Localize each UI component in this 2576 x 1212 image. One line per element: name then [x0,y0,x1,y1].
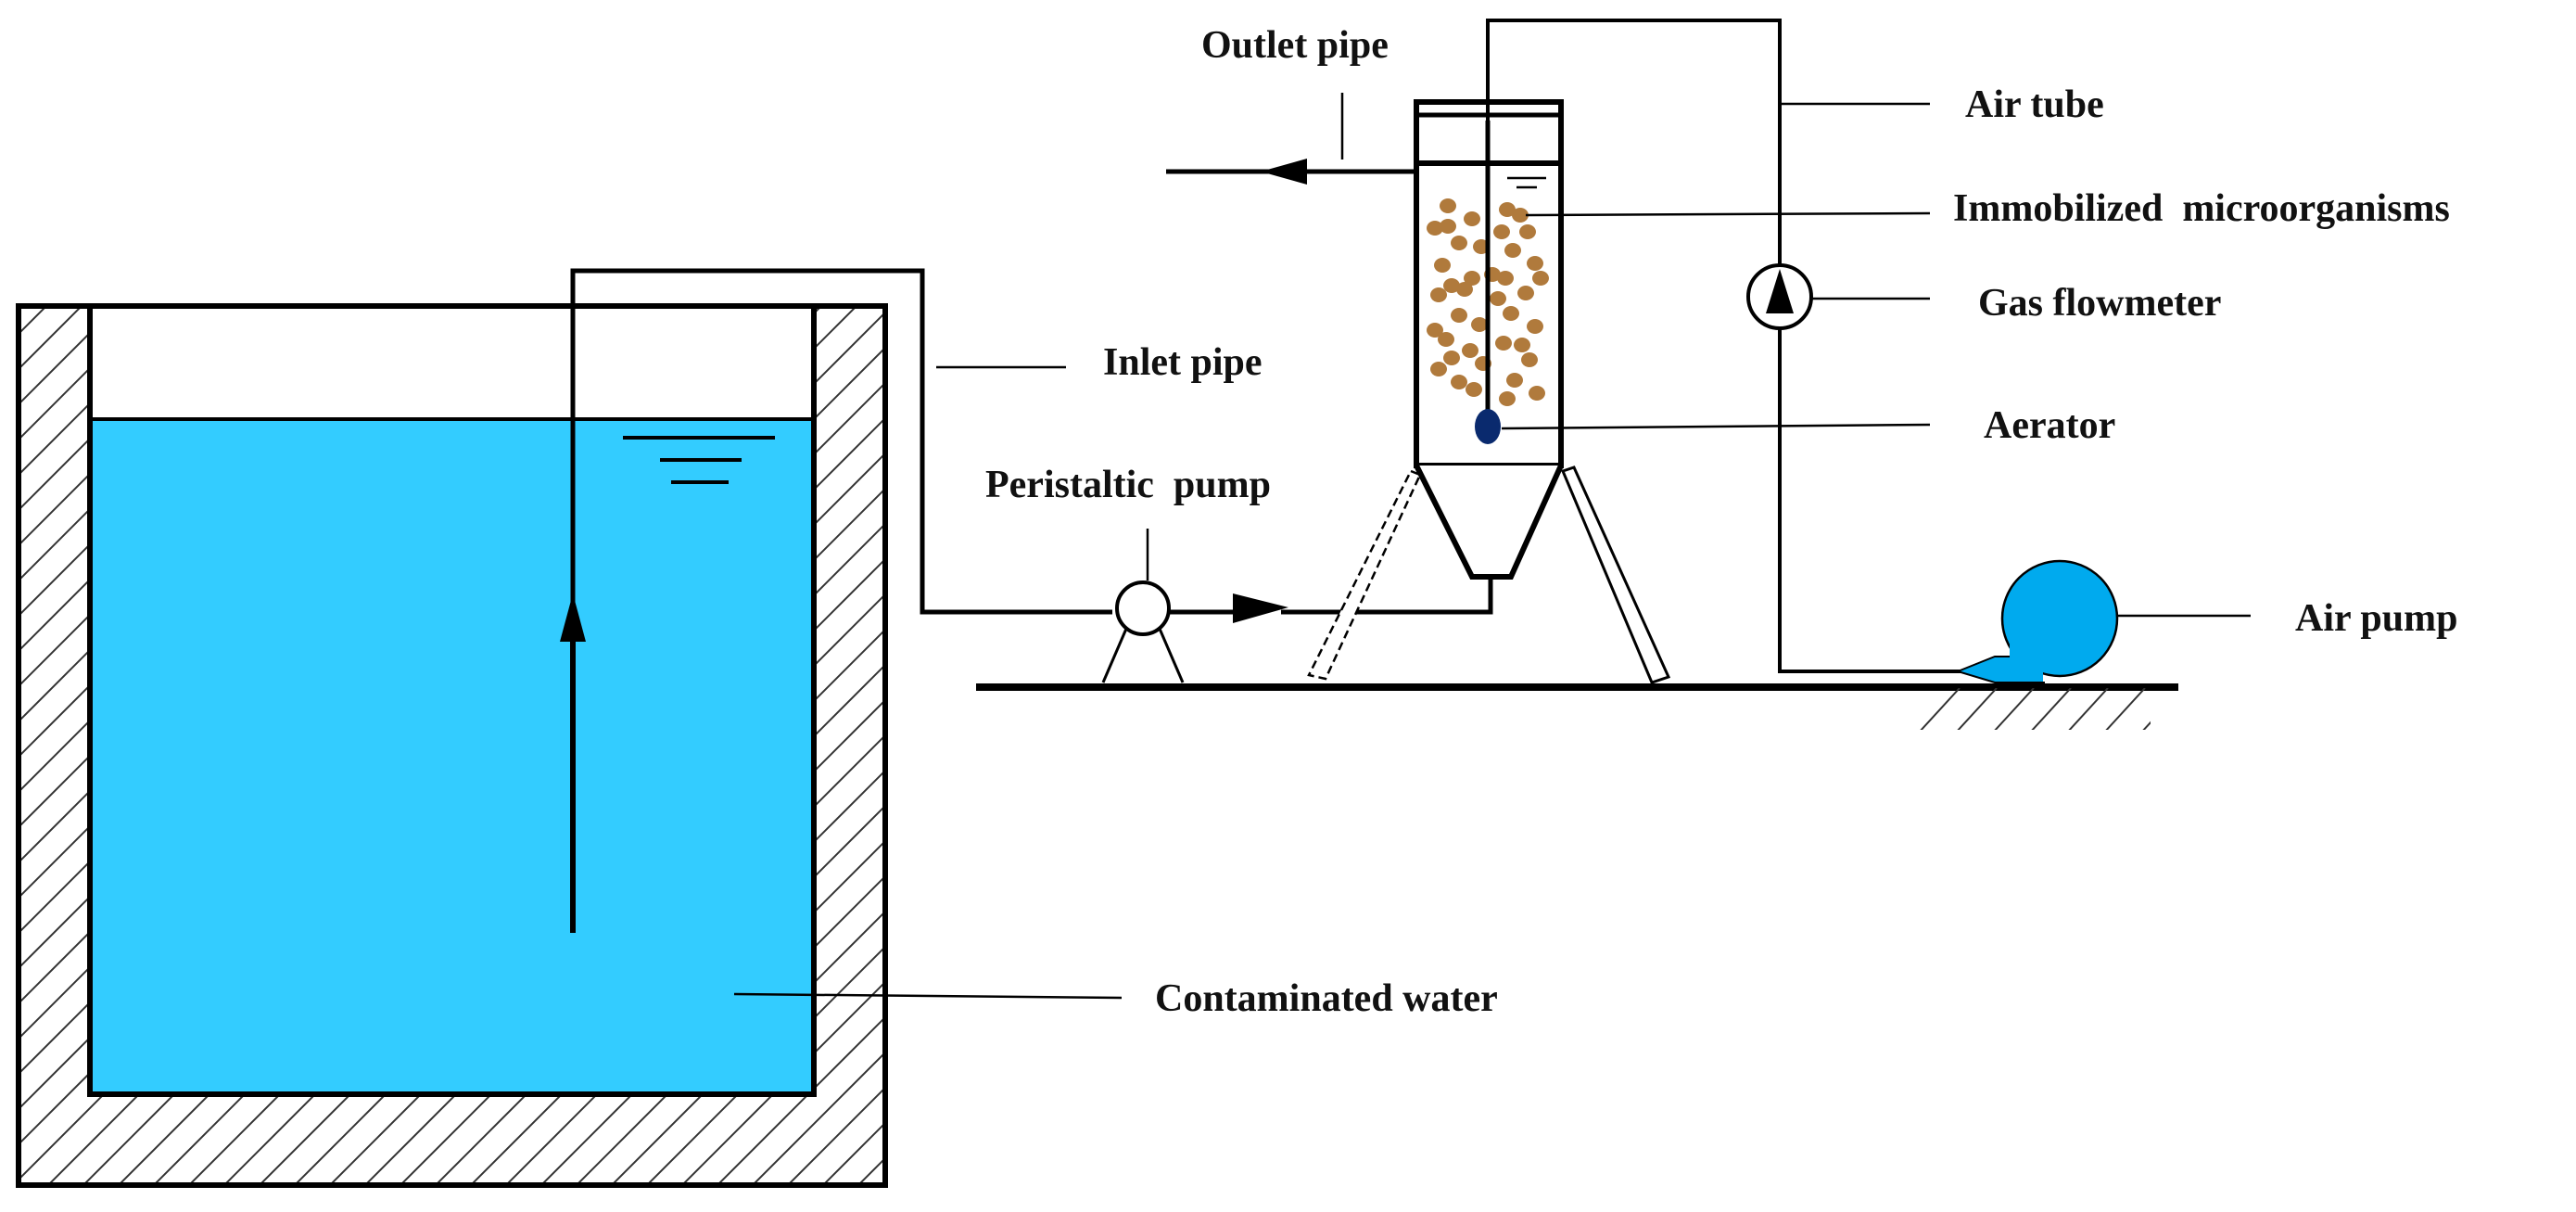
label-contaminated-water: Contaminated water [1155,977,1498,1020]
air-pump [1954,559,2119,683]
water-tank [16,303,888,1188]
reactor-left-leg [1307,469,1422,681]
air-tube [1486,19,1993,673]
ground-hatching [1920,688,2151,730]
gas-flowmeter [1746,263,1813,330]
tank-inner-wall [87,306,817,1097]
water-level-symbol [623,436,775,484]
pump-icon [1115,580,1171,636]
label-peristaltic-pump: Peristaltic pump [985,464,1271,506]
label-inlet-pipe: Inlet pipe [1103,341,1263,384]
aerator-icon [1475,409,1501,444]
tank-outer-wall [16,303,888,1188]
label-outlet-pipe: Outlet pipe [1201,24,1389,67]
label-aerator: Aerator [1984,404,2115,447]
label-immobilized-microorganisms: Immobilized microorganisms [1953,187,2450,230]
reactor-right-leg [1560,466,1671,684]
contaminated-water-body [90,419,814,1094]
label-air-tube: Air tube [1965,83,2104,126]
peristaltic-pump [1101,580,1185,683]
label-air-pump: Air pump [2295,597,2457,640]
outlet-flow-arrowhead [1261,159,1307,185]
reactor-cone [1414,464,1564,580]
reactor-column [1307,99,1671,684]
inlet-flow-arrowhead [1233,593,1288,623]
label-gas-flowmeter: Gas flowmeter [1978,282,2221,325]
